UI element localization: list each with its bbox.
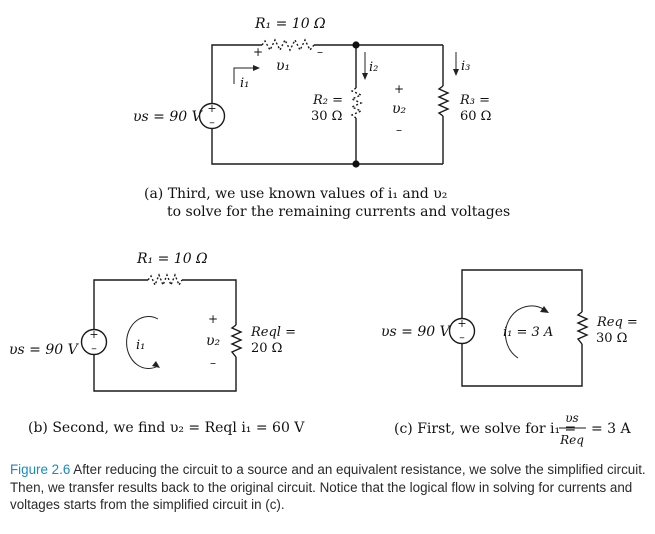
circuit-c-source-plus: + — [457, 317, 466, 330]
circuit-c-i1-loop-arrowhead — [540, 306, 549, 313]
circuit-b-i1-loop-arrowhead — [152, 361, 160, 368]
circuit-c-fraction-numerator: υs — [565, 411, 578, 425]
circuit-a-wire-top-left — [211, 44, 262, 104]
circuit-a-i1-arrow — [233, 67, 256, 84]
circuit-b-req-resistor — [230, 324, 243, 358]
circuit-b-source-label: υs = 90 V — [9, 342, 80, 358]
circuit-b-wire-top-right — [182, 279, 237, 325]
circuit-b-req-label-line2: 20 Ω — [251, 341, 282, 356]
circuit-c-i1-label: i₁ = 3 A — [503, 325, 553, 340]
circuit-b-i1-loop-arrow — [126, 316, 159, 369]
circuit-c-wire-top — [461, 269, 583, 318]
circuit-a-r1-resistor — [261, 38, 315, 52]
circuit-a-i2-label: i₂ — [369, 60, 378, 75]
circuit-a-caption-line2: to solve for the remaining currents and … — [167, 204, 510, 220]
figure-caption: Figure 2.6 After reducing the circuit to… — [10, 461, 650, 514]
circuit-c: + – υs = 90 V i₁ = 3 A Req = 30 Ω (c) Fi… — [381, 269, 638, 447]
circuit-b-source-minus: – — [91, 342, 97, 355]
circuit-a-source-plus: + — [207, 102, 216, 115]
circuit-a-r3-label-line1: R₃ = — [459, 93, 490, 108]
circuit-c-req-resistor — [576, 311, 589, 345]
circuit-a-source-label: υs = 90 V — [133, 109, 204, 125]
circuit-b-voltage-source — [80, 328, 108, 356]
circuit-a-v1-minus: – — [317, 45, 323, 59]
circuit-c-voltage-source — [448, 317, 476, 345]
circuit-c-req-label-line1: Req = — [596, 315, 638, 330]
circuit-b-caption: (b) Second, we find υ₂ = Reql i₁ = 60 V — [28, 420, 305, 436]
circuit-a-i2-arrowhead — [362, 73, 368, 80]
circuit-b-r1-label: R₁ = 10 Ω — [136, 251, 208, 267]
circuit-c-source-minus: – — [459, 331, 465, 344]
circuit-a-r2-label-line1: R₂ = — [312, 93, 343, 108]
circuit-b: + – υs = 90 V R₁ = 10 Ω i₁ + υ₂ – Reql =… — [9, 251, 305, 436]
circuit-b-r1-resistor — [147, 273, 183, 287]
circuit-c-fraction-denominator: Req — [559, 433, 584, 447]
circuit-b-v2-minus: – — [210, 356, 216, 370]
circuit-a-source-minus: – — [209, 116, 215, 129]
circuit-a-v2-plus: + — [394, 82, 404, 96]
figure-caption-text: After reducing the circuit to a source a… — [10, 462, 646, 512]
circuit-a-voltage-source — [198, 102, 226, 130]
circuit-a: + – υs = 90 V R₁ = 10 Ω + – υ₁ i₁ i₂ R₂ … — [133, 16, 510, 220]
circuit-a-r3-resistor — [437, 85, 450, 117]
circuit-a-r1-label: R₁ = 10 Ω — [254, 16, 326, 32]
circuit-b-v2-label: υ₂ — [206, 333, 221, 349]
figure-caption-label: Figure 2.6 — [10, 462, 71, 477]
circuit-b-i1-label: i₁ — [136, 338, 145, 353]
circuit-c-source-label: υs = 90 V — [381, 324, 452, 340]
circuit-a-r3-label-line2: 60 Ω — [460, 109, 491, 124]
circuit-b-wire-bottom — [93, 355, 237, 392]
circuit-a-v1-plus: + — [253, 45, 263, 59]
circuit-a-v2-minus: – — [396, 123, 402, 137]
circuit-c-i1-loop-arrow — [505, 305, 546, 359]
circuit-a-r2-label-line2: 30 Ω — [311, 109, 342, 124]
circuit-a-i1-label: i₁ — [240, 76, 249, 91]
circuit-c-caption-suffix: = 3 A — [591, 421, 632, 437]
circuit-c-caption-prefix: (c) First, we solve for i₁ = — [394, 421, 576, 437]
circuit-c-wire-bottom — [461, 344, 583, 387]
circuit-a-i1-arrowhead — [253, 65, 260, 71]
circuit-a-v2-label: υ₂ — [392, 101, 407, 117]
circuit-a-r2-resistor — [350, 87, 363, 119]
circuit-a-node-top — [352, 41, 360, 49]
circuit-a-i3-arrowhead — [453, 69, 459, 76]
circuit-b-req-label-line1: Reql = — [250, 325, 296, 340]
circuit-c-req-label-line2: 30 Ω — [596, 331, 627, 346]
circuit-b-v2-plus: + — [208, 312, 218, 326]
circuit-a-v1-label: υ₁ — [276, 58, 290, 74]
circuit-b-source-plus: + — [89, 328, 98, 341]
circuit-a-wire-bottom — [211, 128, 443, 165]
circuit-a-i3-label: i₃ — [461, 59, 470, 74]
circuit-a-node-bottom — [352, 160, 360, 168]
circuit-a-caption-line1: (a) Third, we use known values of i₁ and… — [144, 186, 447, 202]
circuit-b-wire-top-left — [93, 279, 148, 329]
